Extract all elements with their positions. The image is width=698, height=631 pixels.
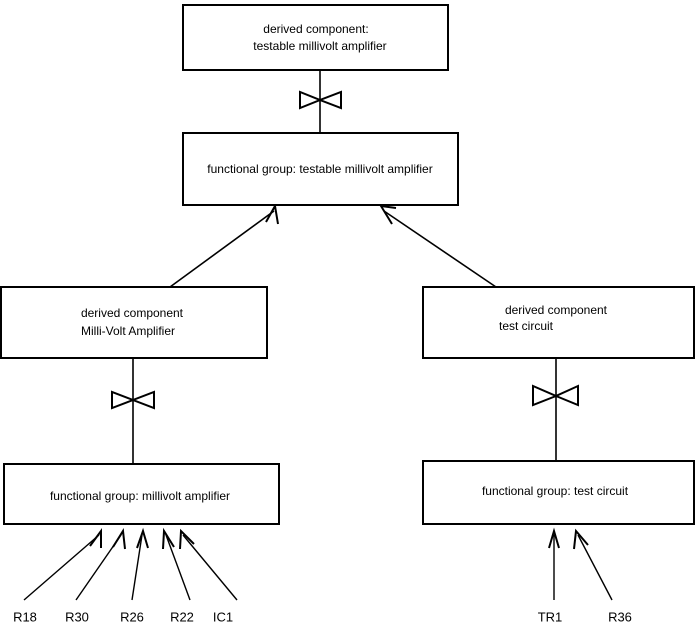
leaf-label-r26: R26 (120, 609, 144, 624)
edge-leaf-r18 (23, 534, 100, 601)
node-label-line1: functional group: testable millivolt amp… (207, 162, 432, 176)
arrowhead-leaf-tr1 (548, 527, 560, 549)
edge-testcircuit-to-testable (383, 210, 497, 288)
node-label-line1: derived component (505, 303, 608, 317)
node-functional-group-test-circuit[interactable]: functional group: test circuit (422, 460, 695, 525)
arrowhead-leaf-r18 (89, 527, 102, 548)
node-functional-group-millivolt-amplifier[interactable]: functional group: millivolt amplifier (3, 463, 280, 525)
arrowhead-leaf-r22 (162, 527, 175, 550)
node-label-line1: functional group: millivolt amplifier (50, 489, 230, 503)
node-label-line1: derived component: (263, 22, 368, 36)
node-label-line1: derived component (81, 306, 184, 320)
node-label-line2: test circuit (499, 319, 554, 333)
leaf-label-r22: R22 (170, 609, 194, 624)
node-label-line1: functional group: test circuit (482, 484, 629, 498)
arrowhead-leaf-ic1 (179, 528, 195, 550)
edge-leaf-r22 (165, 534, 191, 601)
leaf-label-tr1: TR1 (538, 609, 563, 624)
edge-leaf-r36 (577, 534, 613, 601)
bowtie-symbol-right (532, 384, 579, 407)
node-derived-milli-volt-amplifier[interactable]: derived component Milli-Volt Amplifier (0, 286, 268, 359)
edge-leaf-r26 (131, 534, 143, 601)
leaf-label-r30: R30 (65, 609, 89, 624)
arrowhead-leaf-r30 (112, 528, 126, 550)
leaf-label-ic1: IC1 (213, 609, 233, 624)
node-label-line2: testable millivolt amplifier (253, 39, 386, 53)
arrowhead-leaf-r36 (573, 528, 589, 550)
node-functional-group-testable-millivolt-amplifier[interactable]: functional group: testable millivolt amp… (182, 132, 459, 206)
arrowhead-leaf-r26 (136, 527, 149, 549)
leaf-label-r36: R36 (608, 609, 632, 624)
node-label-line2: Milli-Volt Amplifier (81, 324, 175, 338)
bowtie-symbol-left (111, 390, 155, 410)
node-derived-test-circuit[interactable]: derived component test circuit (422, 286, 695, 359)
bowtie-symbol-top (299, 90, 342, 110)
edge-leaf-ic1 (182, 534, 238, 601)
leaf-label-r18: R18 (13, 609, 37, 624)
node-derived-testable-millivolt-amplifier[interactable]: derived component: testable millivolt am… (182, 4, 449, 71)
edge-millivolt-to-testable (169, 210, 275, 288)
